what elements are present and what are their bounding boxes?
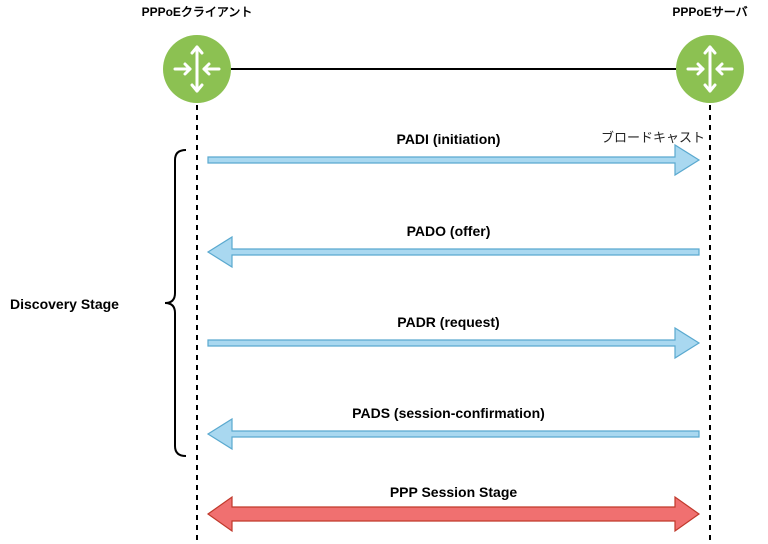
server-router-icon: [676, 35, 744, 103]
message-label-1: PADI (initiation): [397, 131, 501, 147]
discovery-stage-brace: [164, 149, 187, 457]
server-label: PPPoEサーバ: [672, 5, 747, 19]
session-label: PPP Session Stage: [390, 484, 518, 500]
discovery-stage-label: Discovery Stage: [10, 296, 119, 312]
message-arrow-1: [207, 143, 701, 177]
message-label-4: PADS (session-confirmation): [352, 405, 545, 421]
message-arrow-2: [206, 235, 700, 269]
session-arrow: [206, 495, 701, 533]
message-arrow-3: [207, 326, 701, 360]
client-router-icon: [163, 35, 231, 103]
broadcast-note: ブロードキャスト: [601, 130, 705, 145]
message-arrow-4: [206, 417, 700, 451]
message-label-3: PADR (request): [397, 314, 499, 330]
message-label-2: PADO (offer): [407, 223, 491, 239]
client-label: PPPoEクライアント: [142, 5, 253, 19]
